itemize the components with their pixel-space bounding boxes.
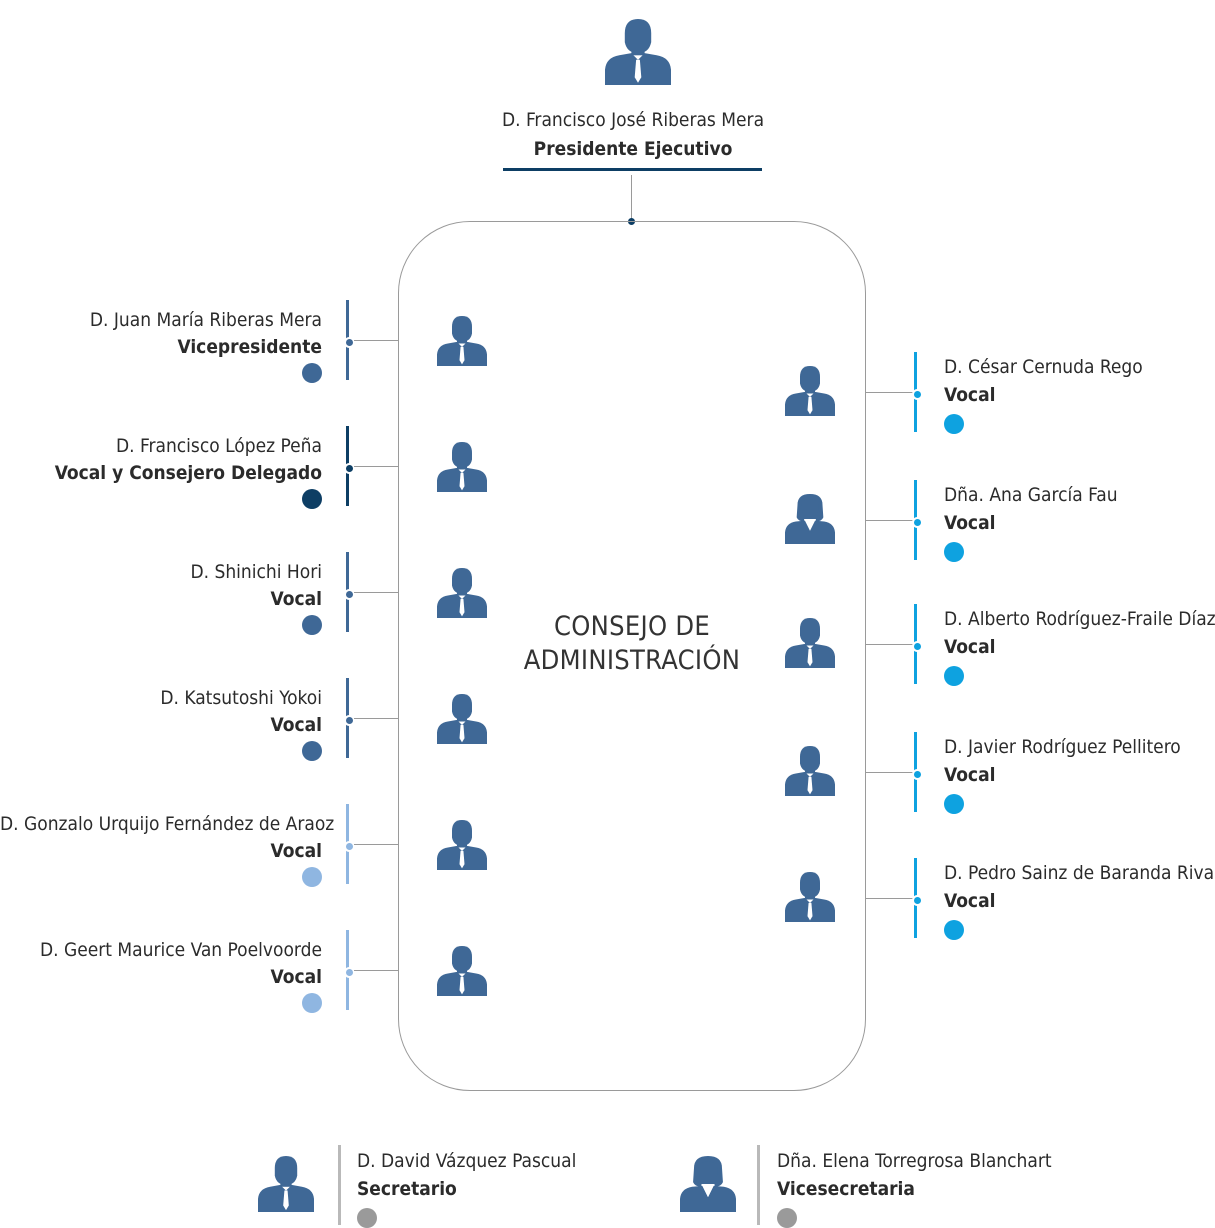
member-bracket (757, 1145, 760, 1225)
member-name: D. César Cernuda Rego (944, 356, 1143, 378)
president-avatar (605, 12, 671, 92)
member-connector-line (866, 898, 916, 900)
member-avatar (785, 742, 835, 800)
board-frame (398, 221, 866, 1091)
man-icon (785, 618, 835, 668)
member-status-dot (302, 741, 322, 761)
member-connector-dot (344, 589, 355, 600)
member-role: Vocal (270, 588, 322, 610)
man-icon (437, 820, 487, 870)
member-status-dot (357, 1208, 377, 1228)
man-icon (785, 366, 835, 416)
man-icon (785, 746, 835, 796)
member-connector-line (354, 592, 398, 594)
member-role: Vocal (944, 512, 996, 534)
member-role: Vocal (270, 714, 322, 736)
member-name: D. Gonzalo Urquijo Fernández de Araoz (0, 813, 335, 835)
member-name: D. Katsutoshi Yokoi (160, 687, 322, 709)
member-connector-dot (912, 389, 923, 400)
member-connector-dot (912, 517, 923, 528)
member-status-dot (302, 993, 322, 1013)
member-name: D. Shinichi Hori (190, 561, 322, 583)
member-status-dot (944, 920, 964, 940)
member-avatar (437, 312, 487, 370)
member-connector-dot (912, 769, 923, 780)
member-role: Vocal (270, 966, 322, 988)
president-underline (503, 168, 762, 171)
member-connector-line (354, 970, 398, 972)
member-avatar (437, 564, 487, 622)
member-name: D. Pedro Sainz de Baranda Riva (944, 862, 1215, 884)
man-icon (605, 19, 671, 85)
member-name: D. Geert Maurice Van Poelvoorde (39, 939, 322, 961)
member-role: Vicesecretaria (777, 1178, 915, 1200)
member-status-dot (302, 867, 322, 887)
president-name: D. Francisco José Riberas Mera (501, 109, 765, 131)
woman-icon (785, 494, 835, 544)
member-connector-dot (912, 895, 923, 906)
member-status-dot (944, 666, 964, 686)
member-status-dot (944, 794, 964, 814)
member-name: Dña. Ana García Fau (944, 484, 1118, 506)
member-connector-line (354, 466, 398, 468)
member-avatar (680, 1152, 736, 1216)
member-connector-line (354, 844, 398, 846)
member-status-dot (944, 414, 964, 434)
man-icon (437, 946, 487, 996)
member-bracket (338, 1145, 341, 1225)
member-status-dot (944, 542, 964, 562)
member-name: D. Juan María Riberas Mera (89, 309, 322, 331)
woman-icon (680, 1156, 736, 1212)
member-connector-line (866, 644, 916, 646)
member-avatar (785, 490, 835, 548)
member-avatar (437, 816, 487, 874)
member-role: Secretario (357, 1178, 457, 1200)
member-connector-dot (344, 967, 355, 978)
member-connector-dot (344, 337, 355, 348)
member-status-dot (302, 615, 322, 635)
member-avatar (785, 362, 835, 420)
member-avatar (437, 942, 487, 1000)
board-title-line-2: ADMINISTRACIÓN (523, 645, 741, 676)
president-role: Presidente Ejecutivo (533, 138, 733, 160)
member-name: Dña. Elena Torregrosa Blanchart (777, 1150, 1052, 1172)
member-status-dot (777, 1208, 797, 1228)
member-avatar (785, 868, 835, 926)
member-avatar (437, 438, 487, 496)
man-icon (258, 1156, 314, 1212)
member-connector-line (866, 772, 916, 774)
member-connector-line (866, 392, 916, 394)
member-avatar (785, 614, 835, 672)
member-name: D. David Vázquez Pascual (357, 1150, 577, 1172)
member-name: D. Alberto Rodríguez-Fraile Díaz (944, 608, 1215, 630)
member-status-dot (302, 363, 322, 383)
member-connector-line (354, 718, 398, 720)
man-icon (437, 442, 487, 492)
member-role: Vocal (944, 890, 996, 912)
member-connector-line (866, 520, 916, 522)
member-connector-dot (344, 715, 355, 726)
board-title: CONSEJO DE ADMINISTRACIÓN (398, 610, 866, 678)
member-connector-dot (344, 841, 355, 852)
man-icon (437, 316, 487, 366)
member-connector-dot (912, 641, 923, 652)
president-connector (631, 175, 633, 221)
man-icon (785, 872, 835, 922)
man-icon (437, 694, 487, 744)
man-icon (437, 568, 487, 618)
member-role: Vocal (944, 764, 996, 786)
member-connector-line (354, 340, 398, 342)
member-name: D. Francisco López Peña (115, 435, 322, 457)
member-avatar (437, 690, 487, 748)
member-role: Vocal (944, 636, 996, 658)
member-name: D. Javier Rodríguez Pellitero (944, 736, 1181, 758)
member-role: Vicepresidente (177, 336, 322, 358)
member-connector-dot (344, 463, 355, 474)
member-role: Vocal (944, 384, 996, 406)
member-role: Vocal (270, 840, 322, 862)
member-avatar (258, 1152, 314, 1216)
member-role: Vocal y Consejero Delegado (54, 462, 322, 484)
member-status-dot (302, 489, 322, 509)
board-title-line-1: CONSEJO DE (553, 611, 711, 642)
